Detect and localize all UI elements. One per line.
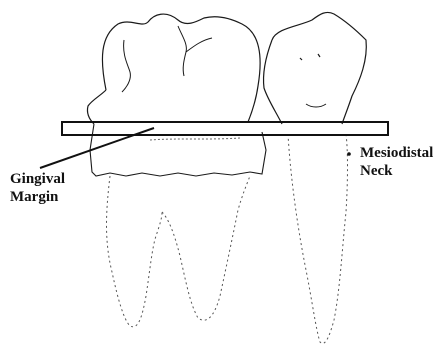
gingival-label-line1: Gingival (10, 170, 65, 188)
molar-groove-2 (178, 26, 186, 76)
molar-left-side (87, 90, 106, 124)
gingival-reference-box (62, 122, 388, 135)
gingival-margin-label: Gingival Margin (10, 170, 65, 206)
molar-root-distal (162, 176, 250, 320)
premolar-crown (272, 12, 366, 124)
neck-marker-dot (347, 152, 351, 156)
gingival-band-inner (150, 138, 240, 140)
premolar-mark-1 (300, 58, 302, 60)
molar-root-mesial (107, 176, 163, 327)
gingival-label-line2: Margin (10, 188, 65, 206)
gingival-band (90, 124, 266, 176)
neck-label-line1: Mesiodistal (360, 144, 433, 162)
premolar-mark-3 (306, 104, 326, 107)
neck-label-line2: Neck (360, 162, 433, 180)
premolar-left-side (263, 40, 282, 124)
premolar-root (288, 134, 348, 343)
mesiodistal-neck-label: Mesiodistal Neck (360, 144, 433, 180)
molar-groove-3 (186, 38, 212, 52)
premolar-mark-2 (318, 54, 320, 57)
molar-groove-1 (122, 40, 130, 92)
molar-crown (102, 14, 260, 122)
